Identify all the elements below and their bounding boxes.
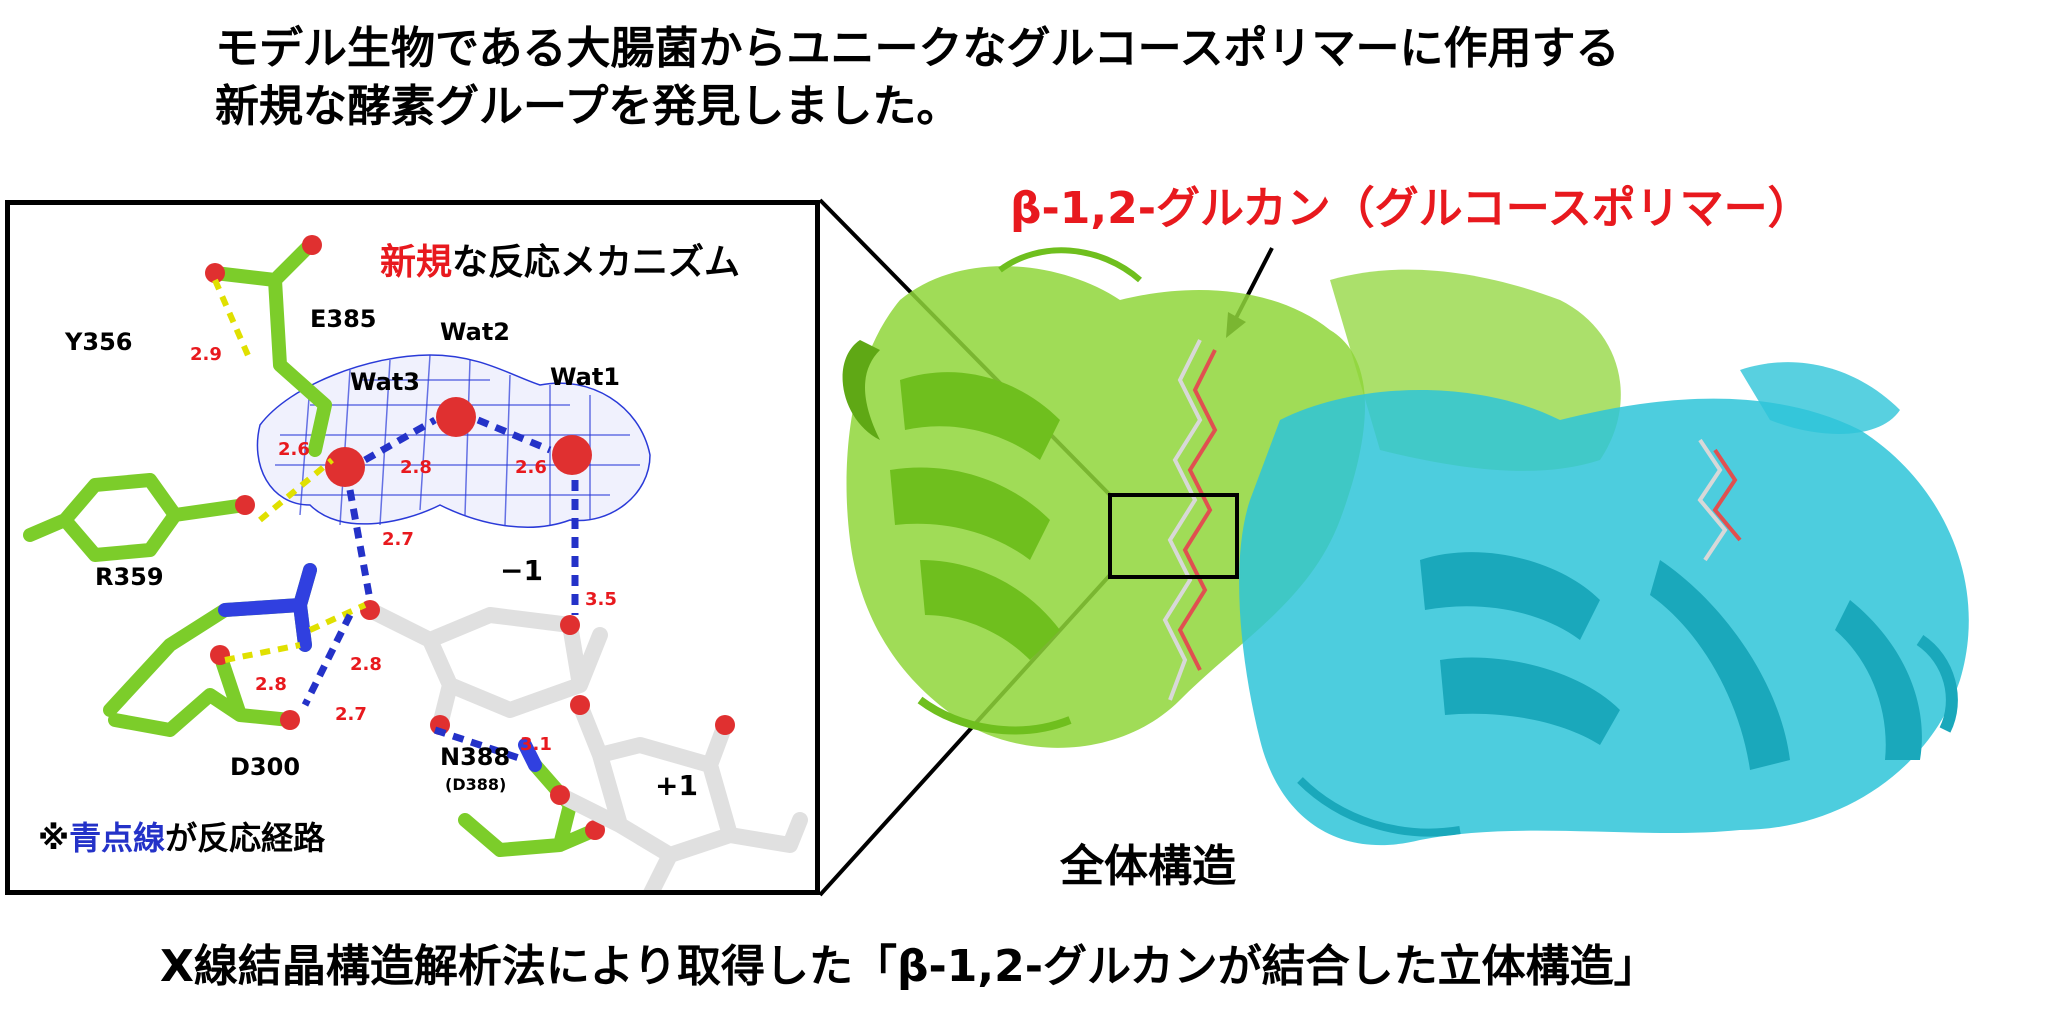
dist-3-1: 3.1 [520, 734, 552, 755]
label-n388: N388 [440, 743, 510, 771]
dist-2-9: 2.9 [190, 344, 222, 365]
mechanism-diagram: 2.9 2.6 2.8 2.6 2.7 3.5 2.8 2.8 2.7 3.1 … [23, 235, 808, 890]
label-y356: Y356 [64, 328, 132, 356]
heading-line-1: モデル生物である大腸菌からユニークなグルコースポリマーに作用する [215, 23, 1620, 74]
hbond-blue [301, 416, 579, 764]
hbond-yellow [212, 278, 367, 663]
residue-e385-stick [208, 238, 332, 457]
dist-2-8a: 2.8 [400, 457, 432, 478]
glucan-ligand [1162, 339, 1742, 701]
water-wat2 [436, 397, 476, 437]
dist-2-6b: 2.6 [515, 457, 547, 478]
dist-2-7a: 2.7 [382, 529, 414, 550]
note-prefix: ※ [38, 819, 70, 857]
dist-3-5: 3.5 [585, 589, 617, 610]
dist-2-7b: 2.7 [335, 704, 367, 725]
dist-2-8b: 2.8 [255, 674, 287, 695]
heading-line-2: 新規な酵素グループを発見しました。 [215, 81, 961, 132]
residue-y356-stick [23, 473, 252, 562]
density-mesh [256, 354, 651, 528]
reaction-path-note: ※青点線が反応経路 [38, 813, 325, 859]
cyan-domain [1239, 362, 1969, 846]
mechanism-title-new: 新規 [380, 242, 453, 283]
label-n388-sub: (D388) [445, 775, 506, 794]
zoom-region-box [1108, 493, 1239, 579]
label-wat3: Wat3 [350, 368, 420, 396]
figure-caption: X線結晶構造解析法により取得した「β-1,2-グルカンが結合した立体構造」 [160, 941, 1658, 992]
mechanism-title-rest: な反応メカニズム [452, 242, 741, 283]
note-blue-dashed: 青点線 [69, 819, 166, 857]
water-wat3 [325, 447, 365, 487]
dist-2-8c: 2.8 [350, 654, 382, 675]
mechanism-inset: 新規な反応メカニズム [5, 200, 820, 895]
glucan-label: β-1,2-グルカン（グルコースポリマー） [1010, 183, 1812, 234]
whole-structure-label: 全体構造 [1060, 841, 1236, 892]
dist-2-6a: 2.6 [278, 439, 310, 460]
label-wat2: Wat2 [440, 318, 510, 346]
label-d300: D300 [230, 753, 300, 781]
label-e385: E385 [310, 305, 377, 333]
label-plus1: +1 [655, 769, 698, 802]
sugar-plus1-stick [552, 697, 808, 890]
heading: モデル生物である大腸菌からユニークなグルコースポリマーに作用する 新規な酵素グル… [215, 20, 1619, 136]
water-wat1 [552, 435, 592, 475]
label-minus1: −1 [500, 554, 543, 587]
label-r359: R359 [95, 563, 164, 591]
label-wat1: Wat1 [550, 363, 620, 391]
mechanism-title: 新規な反応メカニズム [380, 233, 740, 285]
note-rest: が反応経路 [165, 819, 326, 857]
